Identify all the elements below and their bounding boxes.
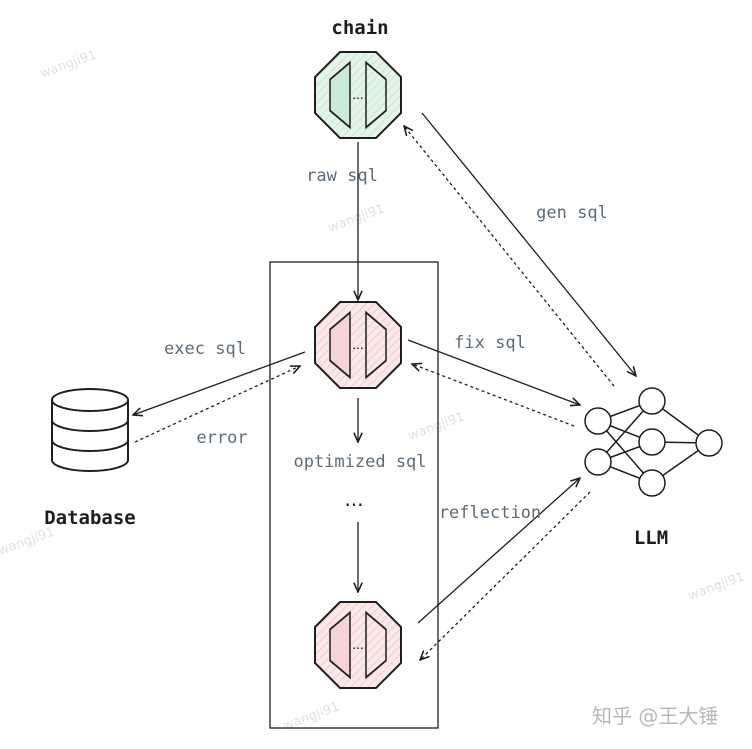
chain-label: chain: [331, 17, 388, 39]
svg-text:...: ...: [352, 88, 363, 102]
svg-text:wangji91: wangji91: [326, 202, 386, 236]
fix-sql-arrow: [407, 339, 580, 405]
svg-text:wangji91: wangji91: [406, 410, 466, 444]
fix-sql-label: fix sql: [454, 333, 526, 353]
svg-text:wangji91: wangji91: [686, 570, 746, 604]
gen-sql-label: gen sql: [536, 203, 608, 223]
error-label: error: [196, 428, 247, 448]
footer-credit: 知乎 @王大锤: [592, 704, 718, 728]
chain-node-icon: ...: [314, 51, 402, 139]
step-node-1-icon: ...: [314, 301, 402, 389]
fix-sql-return-arrow: [412, 364, 575, 427]
edges: [133, 112, 636, 660]
exec-sql-arrow: [133, 351, 306, 415]
exec-sql-label: exec sql: [164, 339, 246, 359]
pipeline-box: [269, 261, 439, 729]
llm-network-icon: [584, 387, 723, 497]
gen-sql-arrow: [421, 112, 636, 376]
raw-sql-label: raw sql: [306, 166, 378, 186]
reflection-arrow: [417, 478, 580, 624]
svg-text:wangji91: wangji91: [38, 48, 98, 82]
reflection-return-arrow: [420, 491, 591, 660]
svg-text:...: ...: [352, 338, 363, 352]
error-arrow: [134, 366, 300, 443]
svg-text:...: ...: [352, 638, 363, 652]
database-icon: [51, 388, 129, 472]
reflection-label: reflection: [439, 503, 541, 523]
database-label: Database: [44, 507, 136, 529]
gen-sql-return-arrow: [404, 126, 615, 387]
step-dots: ···: [344, 493, 363, 517]
llm-label: LLM: [634, 527, 668, 549]
optimized-sql-label: optimized sql: [293, 452, 426, 472]
svg-text:wangji91: wangji91: [0, 525, 57, 559]
step-node-n-icon: ...: [314, 601, 402, 689]
